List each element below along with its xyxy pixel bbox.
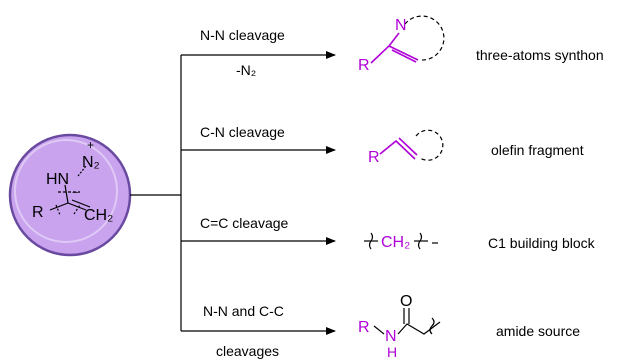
- hn-label: HN: [46, 171, 69, 188]
- svg-text:O: O: [400, 293, 412, 310]
- branch-4-bottom-label: cleavages: [216, 343, 279, 359]
- product-three-atom-synthon: N R: [358, 15, 445, 74]
- product-olefin-fragment: R: [368, 129, 444, 166]
- svg-text:N: N: [395, 17, 407, 34]
- branch-1-bottom-label: -N₂: [236, 62, 256, 78]
- svg-text:R: R: [358, 319, 370, 336]
- result-amide-source: amide source: [496, 323, 580, 339]
- branch-2-top-label: C-N cleavage: [200, 124, 285, 140]
- branch-1-top-label: N-N cleavage: [200, 27, 285, 43]
- svg-text:H: H: [387, 344, 397, 360]
- svg-text:CH₂: CH₂: [381, 234, 410, 251]
- product-c1-building-block: CH₂: [364, 232, 438, 251]
- result-three-atom-synthon: three-atoms synthon: [476, 47, 604, 63]
- plus-sign: +: [87, 138, 94, 152]
- branch-3-top-label: C=C cleavage: [200, 215, 289, 231]
- product-amide-source: R N H O: [358, 293, 441, 360]
- svg-text:R: R: [368, 149, 380, 166]
- svg-text:N: N: [385, 328, 397, 345]
- ch2-label: CH₂: [84, 207, 113, 224]
- svg-text:R: R: [358, 57, 370, 74]
- result-c1-building-block: C1 building block: [488, 235, 596, 251]
- n2-label: N₂: [82, 154, 100, 171]
- minus-sign: −: [72, 187, 78, 199]
- substrate-circle: + N₂ HN − R CH₂: [8, 133, 132, 257]
- result-olefin-fragment: olefin fragment: [491, 142, 584, 158]
- r-label: R: [32, 204, 44, 221]
- branch-4-top-label: N-N and C-C: [203, 303, 284, 319]
